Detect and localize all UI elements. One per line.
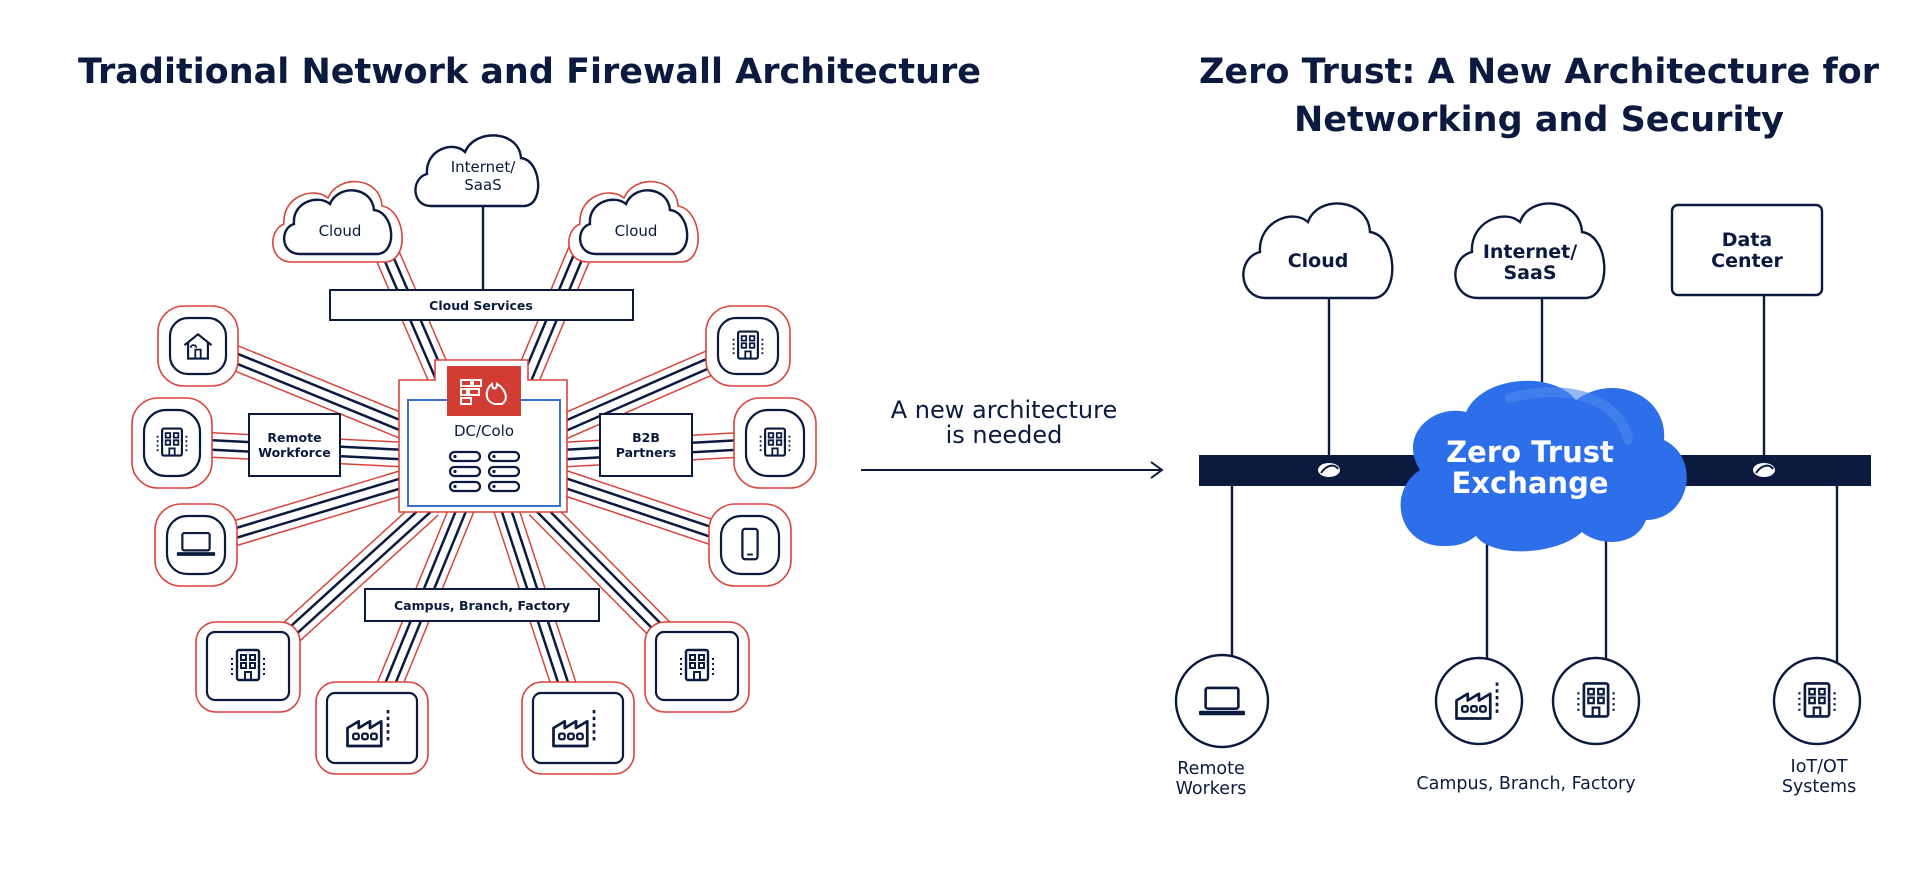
dc-colo-label: DC/Colo — [454, 422, 514, 440]
cloud-services-bar: Cloud Services — [329, 289, 634, 321]
campus-branch-factory-bar: Campus, Branch, Factory — [364, 588, 600, 622]
b2b-partners-box: B2B Partners — [599, 413, 693, 477]
iot-ot-label-2: Systems — [1782, 777, 1856, 797]
arrow-label-1: A new architecture — [891, 396, 1118, 424]
remote-workers-label-1: Remote — [1177, 759, 1245, 779]
right-title-line2: Networking and Security — [1294, 100, 1784, 140]
internet-saas-cloud: Internet/ SaaS — [414, 134, 540, 208]
server-icon — [448, 450, 521, 493]
remote-workforce-label-2: Workforce — [258, 445, 331, 460]
factory-node-left — [315, 681, 429, 775]
b2b-partners-label-2: Partners — [616, 445, 676, 460]
cloud-services-label: Cloud Services — [429, 298, 533, 313]
cloud-label: Cloud — [1288, 250, 1349, 272]
building-node-left — [131, 397, 213, 489]
remote-workforce-box: Remote Workforce — [248, 413, 341, 477]
b2b-partners-label-1: B2B — [632, 430, 660, 445]
zte-label-2: Exchange — [1452, 466, 1609, 500]
data-center-label-2: Center — [1711, 250, 1783, 272]
building-node-br — [644, 621, 750, 713]
campus-bar-label: Campus, Branch, Factory — [394, 598, 570, 613]
cloud-left-label: Cloud — [319, 222, 362, 240]
zscaler-logo-icon — [1318, 463, 1340, 477]
remote-workers-node: Remote Workers — [1174, 653, 1270, 799]
cloud-right: Cloud — [568, 180, 699, 263]
arrow-head-icon — [1150, 461, 1164, 479]
dc-colo-box: DC/Colo — [398, 359, 568, 513]
data-center-label-1: Data — [1722, 229, 1773, 251]
transition-arrow-group: A new architecture is needed — [861, 396, 1164, 479]
left-endpoint-nodes — [131, 305, 817, 775]
campus-label-right: Campus, Branch, Factory — [1416, 774, 1635, 794]
laptop-node — [154, 503, 238, 587]
cloud-right-label: Cloud — [615, 222, 658, 240]
building-node-tr — [705, 305, 791, 387]
internet-saas-right-label-1: Internet/ — [1483, 241, 1577, 263]
remote-workers-label-2: Workers — [1176, 779, 1247, 799]
right-connectors — [1230, 296, 1839, 665]
building-node-campus — [1551, 656, 1641, 746]
building-node-right — [733, 397, 817, 489]
internet-saas-label-1: Internet/ — [451, 158, 517, 176]
iot-ot-node: IoT/OT Systems — [1772, 656, 1862, 797]
iot-ot-label-1: IoT/OT — [1791, 757, 1848, 777]
home-node — [157, 305, 239, 387]
zscaler-logo-icon — [1753, 463, 1775, 477]
remote-workforce-label-1: Remote — [267, 430, 321, 445]
zero-trust-exchange-cloud: Zero Trust Exchange — [1400, 380, 1687, 552]
building-node-bl — [195, 621, 301, 713]
internet-saas-node-right: Internet/ SaaS — [1454, 202, 1606, 300]
zte-label-1: Zero Trust — [1446, 435, 1614, 469]
firewall-icon — [447, 366, 521, 416]
cloud-node-right: Cloud — [1242, 202, 1394, 300]
factory-node-right — [521, 681, 635, 775]
left-title: Traditional Network and Firewall Archite… — [78, 52, 981, 92]
cloud-left: Cloud — [272, 180, 403, 263]
phone-node — [708, 503, 792, 587]
internet-saas-label-2: SaaS — [464, 176, 501, 194]
arrow-label-2: is needed — [946, 421, 1063, 449]
data-center-node: Data Center — [1670, 203, 1824, 297]
factory-node-campus — [1434, 656, 1524, 746]
right-title-line1: Zero Trust: A New Architecture for — [1199, 52, 1880, 92]
internet-saas-right-label-2: SaaS — [1503, 262, 1556, 284]
